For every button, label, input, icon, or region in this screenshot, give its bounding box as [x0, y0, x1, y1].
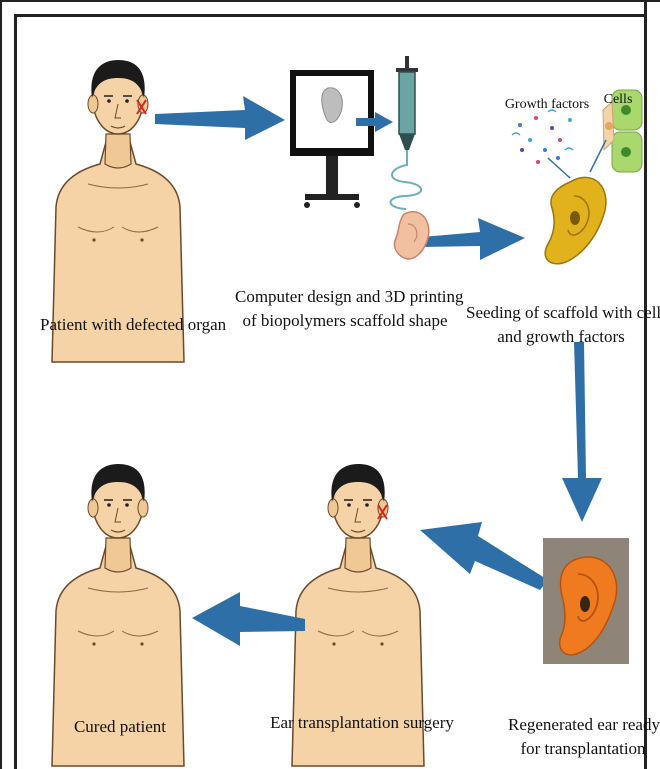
seeding-label-line2: and growth factors	[466, 326, 656, 348]
printed-ear-icon	[394, 212, 428, 259]
arrow-surgery-to-cured	[192, 592, 305, 646]
surgery-label: Ear transplantation surgery	[262, 712, 462, 734]
regenerated-label-line2: for transplantation	[508, 738, 658, 760]
growth-factor-pointer	[548, 158, 570, 178]
seeding-label-line1: Seeding of scaffold with cells	[466, 302, 656, 324]
regenerated-label-line1: Regenerated ear ready	[508, 714, 658, 736]
design-label-line1: Computer design and 3D printing	[235, 286, 455, 308]
design-label-line2: of biopolymers scaffold shape	[235, 310, 455, 332]
growth-factors-label: Growth factors	[500, 97, 594, 113]
arrow-patient-to-design	[155, 96, 285, 140]
regenerated-ear-photo	[543, 538, 629, 664]
seeded-scaffold-ear-icon	[545, 177, 606, 263]
syringe-printer-icon	[390, 56, 421, 209]
growth-factors-particles	[512, 110, 573, 164]
arrow-regenerated-to-surgery	[420, 522, 548, 590]
arrow-seeding-to-regenerated	[562, 342, 602, 522]
computer-monitor-icon	[290, 70, 374, 208]
patient-label: Patient with defected organ	[40, 314, 200, 336]
cells-pointer	[590, 140, 606, 172]
arrow-design-to-seeding	[422, 218, 525, 260]
cells-label: Cells	[596, 92, 640, 108]
cured-label: Cured patient	[60, 716, 180, 738]
